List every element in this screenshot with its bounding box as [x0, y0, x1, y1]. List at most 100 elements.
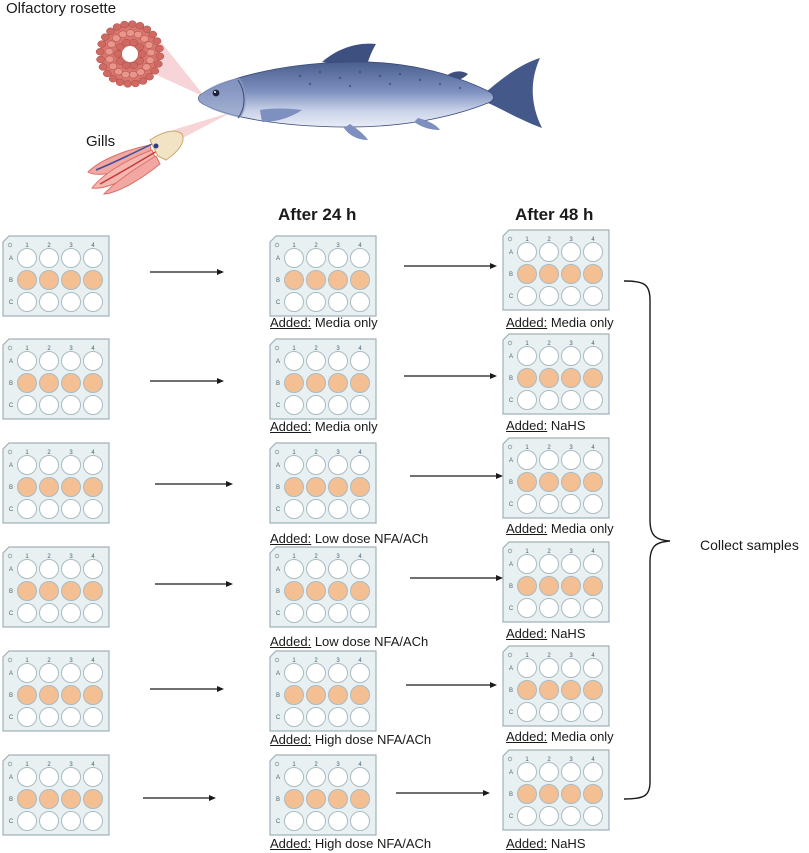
plate-column-label: 1: [292, 346, 296, 352]
plate-well: [284, 373, 304, 393]
plate-well: [328, 292, 348, 312]
plate-column-label: 4: [591, 757, 595, 763]
plate-well: [61, 395, 81, 415]
plate-well: [284, 248, 304, 268]
plate-column-label: 4: [591, 445, 595, 451]
plate-well: [328, 789, 348, 809]
plate-well: [39, 499, 59, 519]
plate-column-label: 3: [69, 346, 73, 352]
plate-row-label: C: [9, 300, 14, 306]
plate-row-label: B: [9, 381, 13, 387]
plate-well: [583, 494, 603, 514]
plate-well: [306, 373, 326, 393]
plate-well: [328, 477, 348, 497]
plate-column-label: 2: [47, 243, 51, 249]
plate-column-label: 2: [314, 450, 318, 456]
plate-row-label: A: [9, 671, 13, 677]
plate-well: [561, 286, 581, 306]
plate-column-label: 2: [547, 341, 551, 347]
plate-column-label: 1: [525, 237, 529, 243]
plate-well: [306, 663, 326, 683]
plate-well: [583, 346, 603, 366]
plate-well: [39, 455, 59, 475]
plate-well: [17, 581, 37, 601]
added-label-48h: Added: NaHS: [506, 626, 586, 641]
arrow-to-48h: [396, 790, 490, 796]
plate-row-label: C: [276, 403, 281, 409]
arrow-to-24h: [150, 378, 224, 384]
plate-well: [83, 707, 103, 727]
plate-well: [39, 581, 59, 601]
plate-well: [61, 351, 81, 371]
plate-well: [39, 270, 59, 290]
plate-well: [83, 559, 103, 579]
added-label-48h: Added: Media only: [506, 315, 614, 330]
plate-well: [539, 576, 559, 596]
plate-well: [517, 472, 537, 492]
plate-column-label: 3: [336, 450, 340, 456]
plate-row-label: B: [9, 278, 13, 284]
added-treatment: Media only: [547, 729, 614, 744]
plate-row-label: C: [276, 611, 281, 617]
plate-well: [83, 663, 103, 683]
plate-column-label: 4: [91, 243, 95, 249]
plate-column-label: 2: [47, 554, 51, 560]
plate-well: [583, 806, 603, 826]
plate-well: [350, 270, 370, 290]
plate-column-label: 1: [292, 658, 296, 664]
plate-well: [350, 499, 370, 519]
plate-well: [306, 499, 326, 519]
added-treatment: Low dose NFA/ACh: [311, 634, 429, 649]
plate-well: [17, 707, 37, 727]
plate-column-label: 4: [91, 346, 95, 352]
plate-well: [39, 685, 59, 705]
added-label-24h: Added: High dose NFA/ACh: [270, 836, 431, 851]
plate-well: [561, 762, 581, 782]
plate-well: [284, 270, 304, 290]
arrow-to-48h: [406, 682, 497, 688]
plate-well: [284, 455, 304, 475]
plate-well: [328, 351, 348, 371]
plate-well: [350, 685, 370, 705]
plate-well: [284, 477, 304, 497]
arrow-to-24h: [143, 795, 216, 801]
plate-well: [561, 784, 581, 804]
plate-well: [539, 762, 559, 782]
plate-well: [539, 554, 559, 574]
plate-well: [561, 264, 581, 284]
plate-row-label: C: [276, 507, 281, 513]
plate-well: [61, 581, 81, 601]
added-treatment: Media only: [311, 315, 378, 330]
plate-well: [306, 581, 326, 601]
plate-well: [328, 455, 348, 475]
plate-well: [39, 811, 59, 831]
plate-row-label: A: [276, 256, 280, 262]
plate-well: [583, 242, 603, 262]
plate-well: [306, 395, 326, 415]
plate-row-label: B: [276, 381, 280, 387]
plate-well: [583, 680, 603, 700]
plate-well: [517, 346, 537, 366]
plate-well: [17, 292, 37, 312]
plate-well: [583, 784, 603, 804]
added-treatment: NaHS: [547, 418, 586, 433]
plate-well: [17, 685, 37, 705]
added-treatment: Media only: [547, 521, 614, 536]
plate-well: [328, 248, 348, 268]
plate-well: [517, 368, 537, 388]
added-treatment: Low dose NFA/ACh: [311, 531, 429, 546]
plate-well: [17, 270, 37, 290]
plate-row-label: C: [509, 294, 514, 300]
plate-row-label: A: [509, 250, 513, 256]
plate-well: [561, 658, 581, 678]
plate-well: [17, 455, 37, 475]
plate-well: [517, 450, 537, 470]
added-prefix: Added:: [506, 836, 548, 851]
plate-well: [350, 559, 370, 579]
plate-row-label: C: [9, 507, 14, 513]
